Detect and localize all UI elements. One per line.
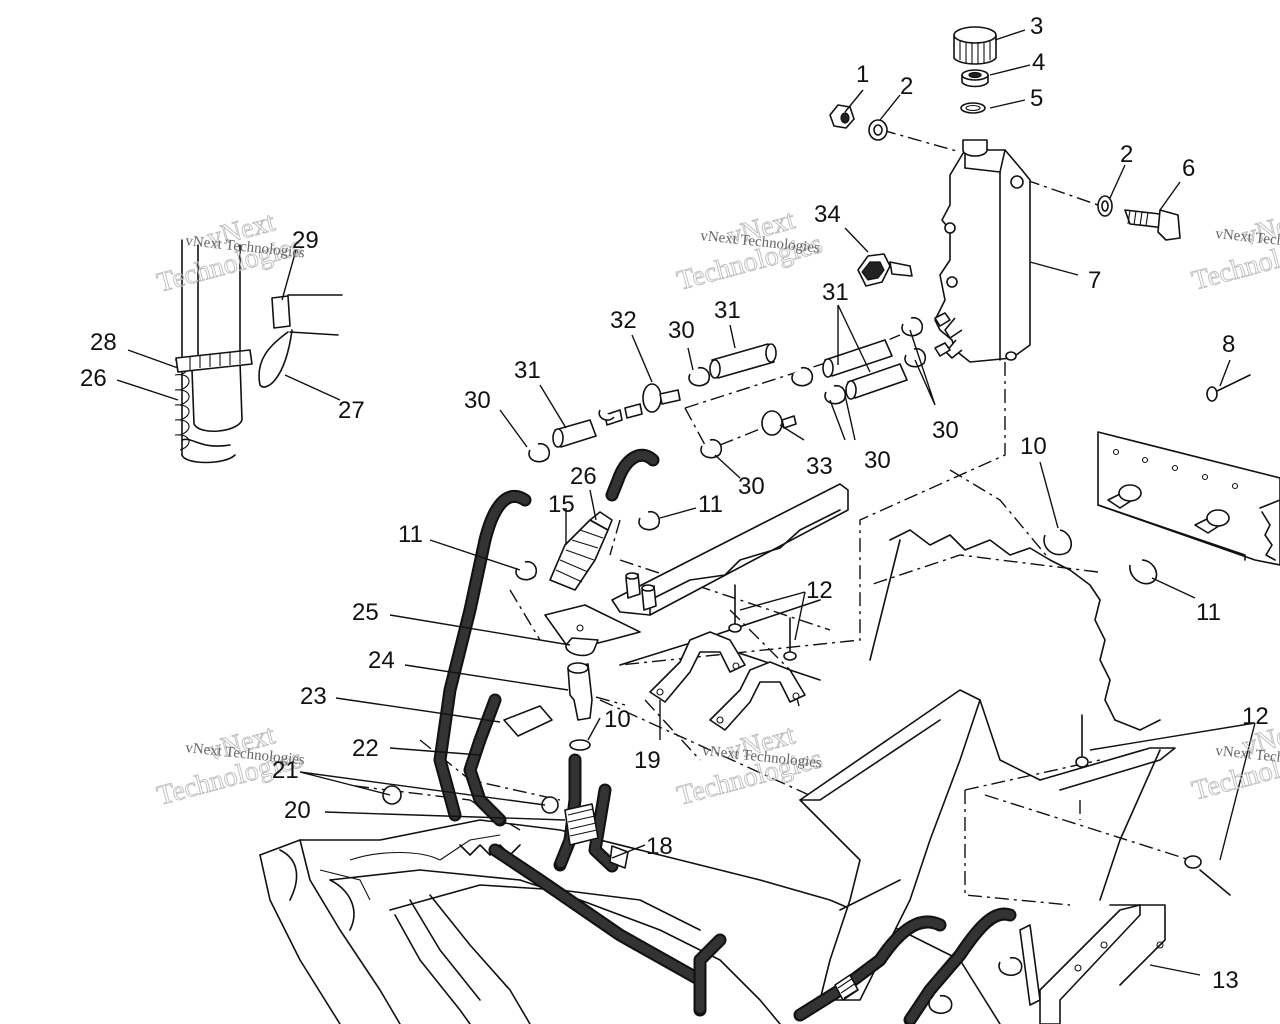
callout-6: 6 [1182,155,1195,182]
callout-12b: 12 [1242,703,1269,730]
callout-13: 13 [1212,967,1239,994]
callout-4: 4 [1032,49,1045,76]
callout-10b: 10 [604,706,631,733]
callout-7: 7 [1088,267,1101,294]
callout-30d: 30 [864,447,891,474]
hose-fittings-lower [382,785,1023,1015]
callout-5: 5 [1030,85,1043,112]
callout-labels: 1 2 3 4 5 2 6 7 8 34 29 28 26 27 31 32 3… [80,13,1269,994]
callout-25: 25 [352,599,379,626]
callout-30b: 30 [464,387,491,414]
chassis-tunnel [259,819,1166,1024]
leader-lines [116,29,1256,976]
callout-22: 22 [352,735,379,762]
callout-31b: 31 [714,297,741,324]
callout-19: 19 [634,747,661,774]
callout-11: 11 [398,521,423,548]
callout-26b: 26 [570,463,597,490]
callout-31: 31 [514,357,541,384]
callout-30c: 30 [932,417,959,444]
watermark: vNext Technologies [1188,204,1280,297]
callout-11b: 11 [698,491,723,518]
callout-10: 10 [1020,433,1047,460]
callout-32: 32 [610,307,637,334]
callout-24: 24 [368,647,395,674]
temperature-sender [857,253,913,287]
callout-1: 1 [856,61,869,88]
callout-2b: 2 [1120,141,1133,168]
right-mounting-bracket [1097,374,1280,566]
coolant-bottle [829,26,1181,363]
callout-11c: 11 [1196,599,1221,626]
callout-20: 20 [284,797,311,824]
callout-12: 12 [806,577,833,604]
mounting-brackets [649,584,1231,896]
callout-30e: 30 [738,473,765,500]
callout-30: 30 [668,317,695,344]
coolant-hoses [433,448,1017,1024]
callout-2: 2 [900,73,913,100]
heat-exchanger [611,483,849,616]
inset-hose-detail [174,239,343,464]
callout-34: 34 [814,201,841,228]
callout-27: 27 [338,397,365,424]
hose-clamps-right [1043,529,1158,585]
callout-23: 23 [300,683,327,710]
callout-33: 33 [806,453,833,480]
callout-26: 26 [80,365,107,392]
tee-fitting [503,604,641,751]
engine-compartment-panel [619,529,1176,1001]
callout-3: 3 [1030,13,1043,40]
bypass-tubes [515,316,927,581]
callout-21: 21 [272,757,299,784]
callout-31c: 31 [822,279,849,306]
callout-18: 18 [646,833,673,860]
callout-29: 29 [292,227,319,254]
callout-28: 28 [90,329,117,356]
callout-15: 15 [548,491,575,518]
bellows-boot [549,511,613,591]
callout-8: 8 [1222,331,1235,358]
